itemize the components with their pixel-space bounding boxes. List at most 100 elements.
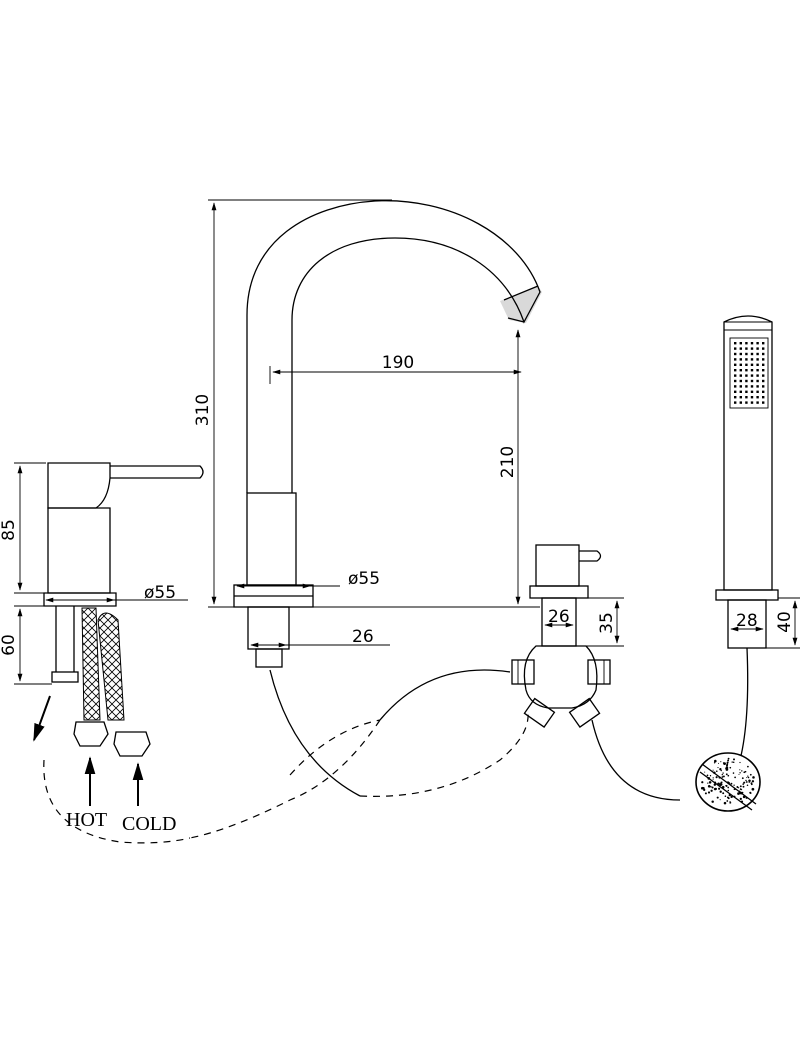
ball-speckle (751, 780, 755, 783)
ball-speckle (721, 774, 723, 776)
ball-speckle (704, 792, 707, 795)
diverter-hose-left (379, 669, 511, 721)
dim-mixer-base-diameter: ø55 (144, 583, 176, 603)
mixer-cap (47, 462, 111, 509)
ball-speckle (736, 786, 739, 788)
spray-nozzle (750, 379, 754, 383)
ball-speckle (739, 772, 741, 774)
ball-speckle (733, 784, 735, 786)
ball-speckle (752, 776, 755, 779)
ball-speckle (713, 783, 716, 786)
ball-speckle (703, 788, 706, 792)
diverter-to-shower-hose (591, 719, 681, 801)
ball-speckle (749, 773, 752, 776)
dim-spout-reach: 190 (382, 353, 414, 373)
ball-speckle (719, 799, 721, 801)
spray-nozzle (734, 369, 737, 372)
ball-speckle (738, 773, 740, 775)
ball-speckle (749, 780, 751, 782)
spray-nozzle (756, 385, 759, 388)
dim-handshower-shank-length: 40 (775, 611, 795, 633)
spray-nozzle (745, 342, 748, 345)
spray-nozzle (739, 369, 742, 372)
ball-speckle (726, 761, 729, 764)
ball-speckle (716, 796, 719, 799)
diverter-valve: 26 35 (511, 544, 624, 728)
spray-nozzle (750, 347, 754, 350)
ball-speckle (742, 783, 745, 785)
ball-speckle (750, 792, 752, 794)
spray-nozzle (734, 352, 737, 356)
ball-speckle (724, 795, 727, 797)
ball-speckle (726, 763, 729, 766)
spray-nozzle (756, 363, 759, 366)
spray-nozzle (734, 390, 737, 393)
ball-speckle (719, 783, 723, 786)
ball-speckle (747, 775, 749, 777)
diverter-base (529, 585, 589, 599)
spray-nozzle (762, 358, 765, 361)
hot-hose-nut (73, 721, 109, 747)
spray-nozzle (734, 342, 737, 345)
mixer-outlet-hose (43, 759, 191, 844)
mixer-shank (55, 606, 75, 672)
spout-column (246, 492, 297, 586)
ball-speckle (707, 791, 711, 794)
mixer-shank-nut (51, 671, 79, 683)
spray-nozzle (762, 342, 765, 345)
spout-nozzle (503, 285, 539, 323)
connecting-hoses (43, 669, 681, 844)
ball-speckle (729, 766, 732, 769)
spray-nozzle (739, 379, 742, 383)
spray-nozzle (739, 352, 742, 356)
spray-nozzle (734, 374, 737, 377)
spray-nozzles (734, 342, 765, 404)
spray-nozzle (734, 363, 737, 366)
hot-hose (81, 607, 101, 721)
hand-shower-spray-face (729, 337, 769, 409)
ball-speckle (701, 786, 704, 790)
hand-shower-handle (723, 315, 773, 591)
ball-speckle (737, 792, 740, 795)
ball-speckle (727, 759, 730, 762)
spray-nozzle (745, 347, 748, 350)
ball-speckle (745, 781, 748, 783)
spray-nozzle (762, 363, 765, 366)
spray-nozzle (745, 363, 748, 366)
ball-speckle (720, 769, 722, 772)
spray-nozzle (734, 396, 737, 399)
ball-speckle (727, 789, 730, 792)
ball-speckle (711, 800, 714, 803)
mixer-body (47, 507, 111, 594)
ball-speckle (722, 772, 724, 774)
ball-speckle (746, 784, 749, 786)
spray-nozzle (739, 396, 742, 399)
spray-nozzle (750, 369, 754, 372)
ball-speckle (747, 765, 749, 768)
ball-speckle (717, 762, 720, 764)
dim-handshower-shank: 28 (736, 611, 758, 631)
ball-speckle (727, 774, 730, 777)
bath-spout: 310 190 210 ø55 26 (193, 199, 542, 668)
ball-speckle (739, 797, 742, 801)
spray-nozzle (750, 363, 754, 366)
spray-nozzle (750, 390, 754, 393)
hand-shower-hose (739, 647, 749, 761)
spray-nozzle (750, 374, 754, 377)
ball-speckle (730, 796, 732, 798)
ball-speckle (712, 769, 714, 771)
ball-speckle (715, 776, 718, 779)
spray-nozzle (745, 352, 748, 356)
ball-speckle (739, 761, 741, 764)
spray-nozzle (756, 401, 759, 404)
ball-speckle (725, 784, 727, 787)
ball-speckle (739, 785, 742, 788)
ball-speckle (737, 787, 740, 789)
spray-nozzle (756, 352, 759, 356)
spray-nozzle (745, 390, 748, 393)
ball-speckle (741, 770, 743, 772)
spray-nozzle (734, 379, 737, 383)
cold-label: COLD (122, 813, 176, 835)
ball-speckle (712, 779, 714, 781)
dim-spout-height: 310 (193, 394, 213, 426)
